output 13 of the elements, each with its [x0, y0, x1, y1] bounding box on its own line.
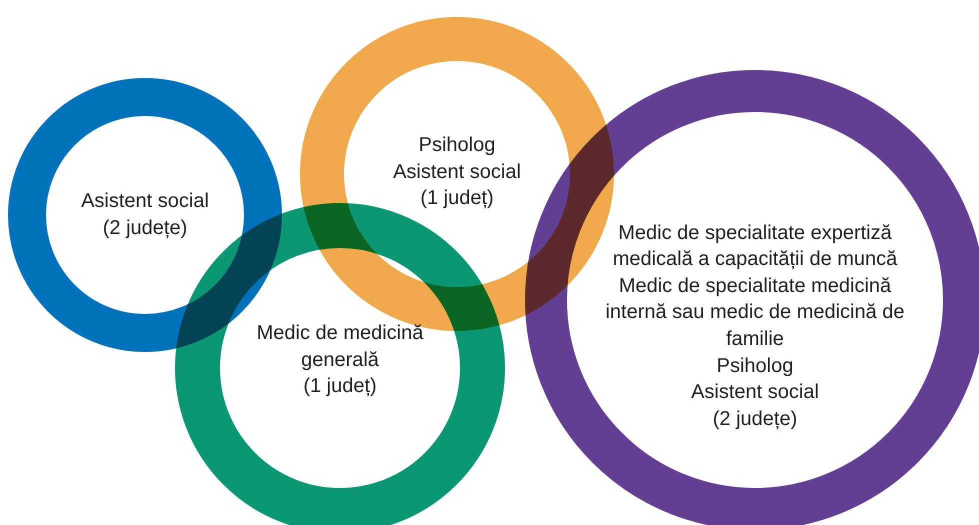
ring-text: (2 județe): [102, 216, 188, 241]
ring-text: Medic de medicină generală: [256, 321, 424, 373]
ring-text: (1 județ): [420, 186, 494, 212]
ring-text: Asistent social: [81, 189, 209, 214]
ring-text: Psiholog: [716, 354, 794, 379]
ring-text: Medic de specialitate medicină internă sau medic de medicină de familie: [604, 274, 906, 352]
ring-text: (1 județ): [303, 374, 377, 400]
ring-text: Asistent social: [691, 380, 819, 406]
ring-text: (2 județe): [712, 406, 798, 432]
ring-text: Asistent social: [393, 160, 521, 185]
ring: [525, 70, 979, 525]
ring-text: Medic de specialitate expertiză medicală a capacității de muncă: [612, 220, 898, 272]
ring-text: Psiholog: [418, 133, 496, 158]
